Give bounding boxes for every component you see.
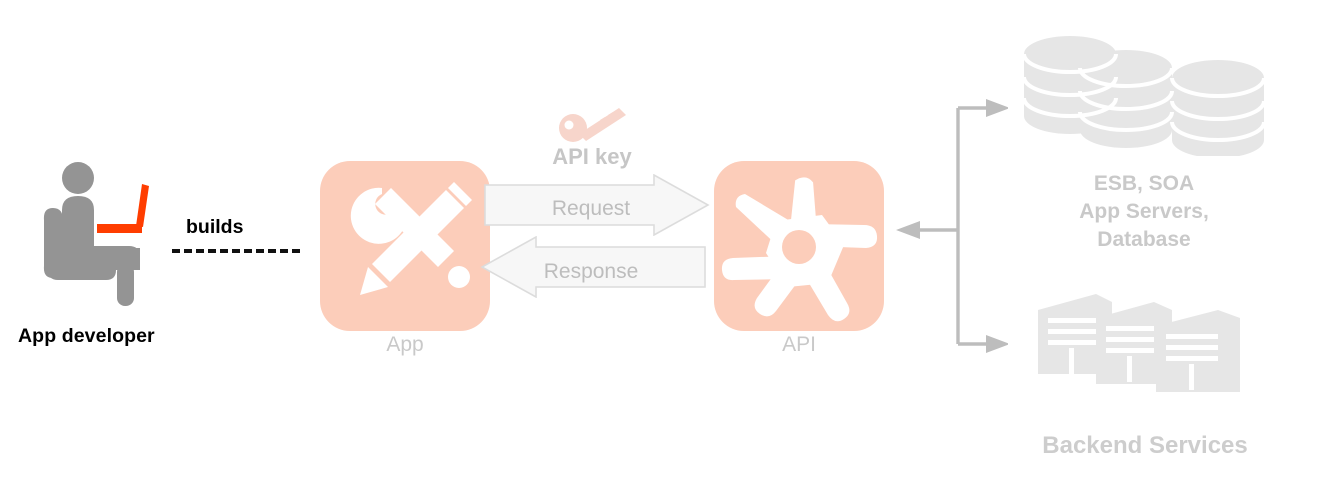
api-star-burst-icon (721, 177, 878, 322)
api-node-tile[interactable] (714, 161, 884, 331)
request-label: Request (551, 197, 631, 220)
key-icon (558, 100, 628, 144)
app-developer-icon (40, 160, 180, 310)
builds-label: builds (186, 216, 244, 238)
backend-top-label: ESB, SOA App Servers, Database (1016, 170, 1272, 254)
app-developer-label: App developer (18, 325, 155, 347)
wrench-and-pencil-icon (350, 182, 472, 295)
app-node-tile[interactable] (320, 161, 490, 331)
api-key-label: API key (552, 144, 632, 169)
request-flow-arrow (484, 173, 710, 237)
backend-connector-arrows (888, 88, 1010, 360)
response-flow-arrow (480, 235, 706, 299)
builds-dashed-connector (172, 249, 300, 253)
server-rack-icon (1022, 288, 1262, 398)
response-label: Response (543, 260, 639, 283)
backend-top-line-1: ESB, SOA (1093, 172, 1195, 195)
backend-services-label: Backend Services (1042, 432, 1248, 459)
backend-top-line-3: Database (1097, 228, 1191, 251)
database-stack-icon (1020, 36, 1268, 158)
api-node-label: API (782, 333, 816, 356)
app-node-label: App (386, 333, 424, 356)
backend-top-line-2: App Servers, (1079, 200, 1209, 223)
